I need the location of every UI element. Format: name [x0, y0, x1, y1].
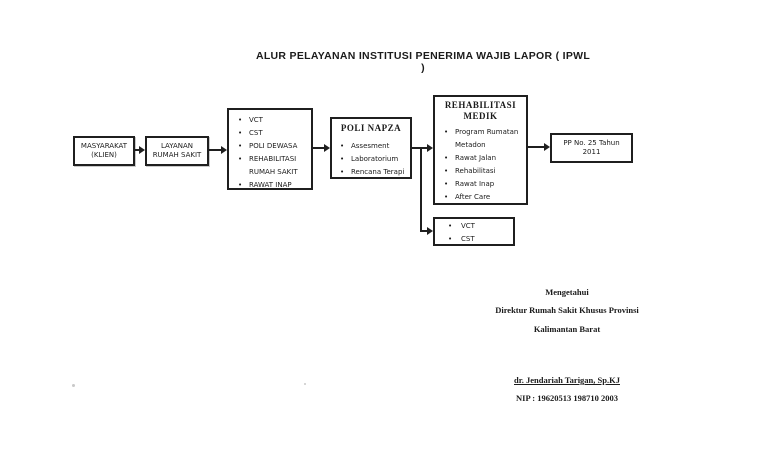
bullet-icon: •: [444, 154, 449, 162]
list-item-label: VCT: [461, 222, 475, 230]
list-item: • Laboratorium: [340, 153, 407, 166]
list-item: • CST: [238, 127, 308, 140]
bullet-icon: •: [444, 193, 449, 201]
poli-napza-title: POLI NAPZA: [340, 123, 402, 133]
flow-box-poli-napza: POLI NAPZA • Assesment • Laboratorium • …: [330, 117, 412, 179]
rehabilitasi-medik-title: REHABILITASI MEDIK: [444, 100, 517, 121]
signature-block: Mengetahui Direktur Rumah Sakit Khusus P…: [455, 286, 679, 416]
list-item: • Rawat Inap: [444, 178, 523, 191]
bullet-icon: •: [444, 167, 449, 175]
bullet-icon: •: [340, 142, 345, 150]
list-item: • Rencana Terapi: [340, 166, 407, 179]
signature-jabatan: Direktur Rumah Sakit Khusus Provinsi: [495, 305, 639, 315]
connector-rehabmedik-pp: [528, 146, 544, 148]
list-item: • VCT: [444, 220, 510, 233]
list-item-label: Rawat Inap: [455, 180, 495, 188]
list-item: • After Care: [444, 191, 523, 204]
arrowhead-into-polinapza: [324, 144, 330, 152]
list-item-label: Rawat Jalan: [455, 154, 497, 162]
rehabilitasi-medik-list: • Program Rumatan Metadon • Rawat Jalan …: [435, 122, 526, 204]
signature-mengetahui: Mengetahui: [545, 287, 589, 297]
list-item-label: CST: [249, 129, 263, 137]
connector-polinapza-rehabmedik: [412, 147, 427, 149]
connector-masyarakat-layanan: [135, 149, 140, 151]
list-item-label: After Care: [455, 193, 491, 201]
bullet-icon: •: [340, 168, 345, 176]
signature-nip: NIP : 19620513 198710 2003: [516, 393, 618, 403]
list-item: • Rawat Jalan: [444, 152, 523, 165]
list-item: • Rehabilitasi: [444, 165, 523, 178]
list-item: • REHABILITASI RUMAH SAKIT: [238, 153, 308, 179]
list-item-label: VCT: [249, 116, 263, 124]
connector-services-polinapza: [313, 147, 324, 149]
scan-speck: [304, 383, 306, 385]
signature-provinsi: Kalimantan Barat: [533, 324, 601, 334]
bullet-icon: •: [238, 129, 243, 137]
flow-box-rehabilitasi-medik: REHABILITASI MEDIK • Program Rumatan Met…: [433, 95, 528, 205]
list-item: • RAWAT INAP: [238, 179, 308, 192]
connector-branch-down: [420, 147, 422, 232]
list-item: • Assesment: [340, 140, 407, 153]
flow-box-hospital-services: • VCT • CST • POLI DEWASA • REHABILITASI…: [227, 108, 313, 190]
list-item-label: REHABILITASI RUMAH SAKIT: [249, 155, 298, 176]
bullet-icon: •: [238, 155, 243, 163]
flow-box-masyarakat: MASYARAKAT (KLIEN): [73, 136, 135, 166]
list-item-label: Rehabilitasi: [455, 167, 496, 175]
flow-box-pp-25-2011: PP No. 25 Tahun 2011: [550, 133, 633, 163]
bullet-icon: •: [238, 142, 243, 150]
flow-box-layanan-rumah-sakit: LAYANAN RUMAH SAKIT: [145, 136, 209, 166]
vct-cst-list: • VCT • CST: [435, 219, 513, 246]
page-title: ALUR PELAYANAN INSTITUSI PENERIMA WAJIB …: [255, 50, 591, 74]
list-item-label: Program Rumatan Metadon: [455, 128, 519, 149]
arrowhead-into-rehabmedik: [427, 144, 433, 152]
hospital-services-list: • VCT • CST • POLI DEWASA • REHABILITASI…: [229, 110, 311, 192]
pp-label: PP No. 25 Tahun 2011: [563, 139, 620, 156]
list-item-label: CST: [461, 235, 475, 243]
list-item-label: Rencana Terapi: [351, 168, 405, 176]
list-item-label: Assesment: [351, 142, 390, 150]
list-item: • VCT: [238, 114, 308, 127]
list-item: • POLI DEWASA: [238, 140, 308, 153]
bullet-icon: •: [238, 116, 243, 124]
list-item-label: POLI DEWASA: [249, 142, 298, 150]
flow-box-vct-cst: • VCT • CST: [433, 217, 515, 246]
list-item-label: RAWAT INAP: [249, 181, 292, 189]
bullet-icon: •: [340, 155, 345, 163]
poli-napza-list: • Assesment • Laboratorium • Rencana Ter…: [332, 134, 410, 179]
connector-branch-vctcst: [420, 230, 427, 232]
arrowhead-into-vctcst: [427, 227, 433, 235]
bullet-icon: •: [448, 235, 453, 243]
flow-box-layanan-label: LAYANAN RUMAH SAKIT: [152, 142, 202, 159]
bullet-icon: •: [444, 128, 449, 136]
arrowhead-into-pp: [544, 143, 550, 151]
arrowhead-into-services: [221, 146, 227, 154]
list-item: • Program Rumatan Metadon: [444, 126, 523, 152]
arrowhead-into-layanan: [139, 146, 145, 154]
bullet-icon: •: [238, 181, 243, 189]
flow-box-masyarakat-label: MASYARAKAT (KLIEN): [80, 142, 128, 159]
bullet-icon: •: [444, 180, 449, 188]
list-item-label: Laboratorium: [351, 155, 399, 163]
bullet-icon: •: [448, 222, 453, 230]
signature-name: dr. Jendariah Tarigan, Sp.KJ: [514, 375, 620, 385]
list-item: • CST: [444, 233, 510, 246]
scan-speck: [72, 384, 75, 387]
connector-layanan-services: [209, 149, 221, 151]
